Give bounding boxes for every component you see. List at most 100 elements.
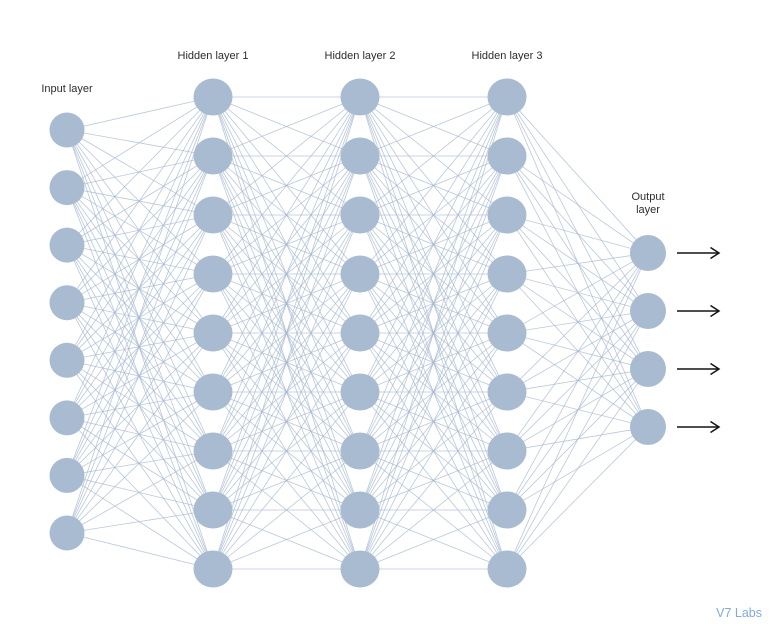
edge xyxy=(359,96,508,157)
edge xyxy=(66,187,214,452)
edge xyxy=(212,96,361,275)
edge xyxy=(66,360,214,570)
edge xyxy=(506,252,649,275)
hidden1-node xyxy=(193,78,233,116)
edge xyxy=(506,273,649,428)
edge xyxy=(66,391,214,534)
edge xyxy=(66,417,214,570)
hidden-layer-3-label: Hidden layer 3 xyxy=(471,50,543,62)
hidden-layer-2-label: Hidden layer 2 xyxy=(324,50,396,62)
arrow-head-icon xyxy=(710,304,721,318)
edge xyxy=(506,155,649,312)
edge xyxy=(359,214,508,570)
edge xyxy=(212,450,361,570)
edge xyxy=(66,532,214,570)
edge xyxy=(212,96,361,334)
edge xyxy=(66,214,214,246)
edge xyxy=(66,332,214,419)
edge xyxy=(66,187,214,334)
v7-labs-watermark: V7 Labs xyxy=(716,606,762,620)
edge xyxy=(66,302,214,511)
hidden1-node xyxy=(193,491,233,529)
edge xyxy=(506,332,649,428)
edge xyxy=(359,96,508,334)
edge xyxy=(506,214,649,428)
edge xyxy=(506,426,649,570)
edge xyxy=(359,96,508,275)
edge xyxy=(506,96,649,254)
edge xyxy=(506,214,649,370)
edge xyxy=(212,391,361,570)
edge xyxy=(66,96,214,534)
hidden2-node xyxy=(340,78,380,116)
edge xyxy=(66,96,214,246)
edge xyxy=(66,302,214,452)
edge xyxy=(359,391,508,570)
input-node xyxy=(49,457,85,493)
edge xyxy=(506,332,649,370)
hidden-layer-1-label: Hidden layer 1 xyxy=(177,50,249,62)
output-layer-label: Output layer xyxy=(631,191,665,216)
input-node xyxy=(49,112,85,148)
edge xyxy=(359,96,508,393)
hidden2-node xyxy=(340,137,380,175)
edge xyxy=(359,509,508,570)
edge xyxy=(66,214,214,534)
edge xyxy=(506,391,649,428)
edge xyxy=(212,509,361,570)
edge xyxy=(66,475,214,511)
edge xyxy=(66,332,214,361)
edge xyxy=(66,155,214,534)
edge xyxy=(506,252,649,452)
edge xyxy=(359,96,508,511)
edge xyxy=(66,244,214,511)
output-node xyxy=(630,235,666,271)
edge xyxy=(66,96,214,188)
edge xyxy=(506,310,649,570)
edge xyxy=(66,450,214,534)
edge xyxy=(212,273,361,570)
edge xyxy=(66,302,214,334)
hidden3-node xyxy=(487,550,527,588)
edge xyxy=(66,187,214,511)
edge xyxy=(66,96,214,303)
edge xyxy=(66,302,214,570)
edge xyxy=(66,273,214,534)
edge xyxy=(66,129,214,393)
edge xyxy=(66,129,214,275)
output-node xyxy=(630,351,666,387)
input-node xyxy=(49,400,85,436)
edge xyxy=(359,96,508,570)
edge xyxy=(506,155,649,254)
edge xyxy=(66,359,214,452)
edge xyxy=(506,96,649,312)
hidden1-node xyxy=(193,255,233,293)
edge xyxy=(506,155,649,370)
edge xyxy=(66,96,214,476)
hidden3-node xyxy=(487,196,527,234)
input-node xyxy=(49,285,85,321)
edge xyxy=(212,214,361,570)
hidden2-node xyxy=(340,196,380,234)
hidden3-node xyxy=(487,432,527,470)
edge xyxy=(359,96,508,216)
edge xyxy=(66,417,214,452)
edge xyxy=(66,187,214,216)
edge xyxy=(359,155,508,570)
edge xyxy=(212,96,361,216)
edge xyxy=(66,359,214,393)
edge xyxy=(66,96,214,131)
hidden3-node xyxy=(487,314,527,352)
hidden1-node xyxy=(193,373,233,411)
edge xyxy=(66,155,214,188)
hidden2-node xyxy=(340,314,380,352)
edge xyxy=(212,96,361,570)
edge xyxy=(66,273,214,304)
edge xyxy=(66,244,214,452)
hidden2-node xyxy=(340,373,380,411)
edge xyxy=(66,450,214,476)
edge xyxy=(66,360,214,511)
arrow-head-icon xyxy=(710,246,721,260)
